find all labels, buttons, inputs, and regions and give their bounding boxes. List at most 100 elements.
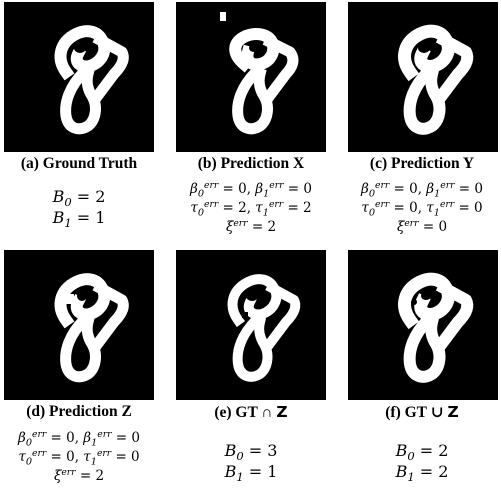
metric-subscript: 0	[64, 195, 72, 210]
digit-glyph	[398, 272, 474, 383]
metric-value: = 1	[243, 462, 278, 481]
caption-gt-union-z: (f) GT ∪ Z	[385, 403, 459, 421]
image-gt-union-z	[348, 250, 498, 400]
metric-superscript: err	[97, 428, 112, 440]
metric-value: = 2	[71, 187, 106, 206]
image-gt-intersect-z	[176, 250, 326, 400]
metric-superscript: err	[440, 179, 455, 191]
metric-superscript: err	[404, 217, 419, 229]
metric-subscript: 1	[91, 437, 98, 449]
metric-symbol: ξ	[396, 219, 405, 235]
metric-superscript: err	[32, 428, 47, 440]
metric-line: β0err = 0, β1err = 0	[168, 180, 334, 199]
metric-value: = 1	[71, 208, 106, 227]
metric-superscript: err	[439, 198, 455, 210]
metric-subscript: 0	[236, 449, 244, 464]
metric-subscript: 1	[90, 456, 97, 468]
metric-line: ξerr = 2	[168, 218, 334, 237]
metric-symbol: τ	[190, 200, 198, 216]
metric-value: = 0	[454, 181, 483, 197]
metric-subscript: 1	[433, 207, 440, 219]
metric-subscript: 0	[407, 449, 415, 464]
image-prediction-z	[4, 250, 154, 400]
metric-superscript: err	[269, 179, 284, 191]
metric-value: = 2	[247, 219, 277, 235]
metric-value: = 2	[283, 200, 312, 216]
metric-symbol: ξ	[53, 468, 62, 484]
metric-value: = 0	[454, 200, 483, 216]
metric-symbol: τ	[83, 449, 91, 465]
metric-line: β0err = 0, β1err = 0	[0, 429, 162, 448]
metric-superscript: err	[375, 179, 390, 191]
set-symbol: Z	[447, 403, 459, 421]
metric-symbol: β	[426, 181, 435, 197]
metric-value: = 0	[418, 219, 448, 235]
metric-superscript: err	[233, 217, 248, 229]
metric-value: = 0	[111, 430, 140, 446]
metric-line: ξerr = 0	[339, 218, 501, 237]
metric-symbol: τ	[361, 200, 369, 216]
metric-symbol: β	[83, 430, 92, 446]
metric-subscript: 0	[25, 456, 33, 468]
metric-subscript: 0	[368, 207, 376, 219]
metric-value: = 2	[414, 462, 449, 481]
metric-subscript: 1	[434, 188, 441, 200]
metric-value: = 2	[414, 441, 449, 460]
metric-value: = 0,	[218, 181, 256, 197]
digit-glyph	[398, 24, 474, 135]
metric-line: τ0err = 0, τ1err = 0	[339, 199, 501, 218]
metric-value: = 2	[75, 468, 105, 484]
metric-symbol: τ	[426, 200, 434, 216]
metric-symbol: ξ	[225, 219, 234, 235]
digit-glyph	[220, 12, 299, 135]
metric-symbol: B	[395, 441, 408, 460]
metric-symbol: B	[224, 441, 237, 460]
metric-line: B1 = 2	[339, 461, 501, 483]
metric-symbol: B	[52, 187, 65, 206]
metric-line: τ0err = 2, τ1err = 2	[168, 199, 334, 218]
image-ground-truth	[4, 2, 154, 152]
metric-subscript: 1	[64, 216, 72, 231]
metric-symbol: B	[395, 462, 408, 481]
metric-superscript: err	[32, 447, 47, 459]
metric-subscript: 0	[197, 207, 205, 219]
metric-symbol: β	[18, 430, 26, 446]
metric-subscript: 0	[368, 188, 376, 200]
metric-subscript: 1	[236, 470, 244, 485]
metric-value: = 3	[243, 441, 278, 460]
metric-subscript: 1	[262, 207, 269, 219]
metric-symbol: β	[361, 181, 369, 197]
metric-line: B0 = 2	[339, 440, 501, 464]
metric-symbol: β	[255, 181, 264, 197]
metric-line: β0err = 0, β1err = 0	[339, 180, 501, 199]
metric-superscript: err	[61, 466, 76, 478]
metric-subscript: 0	[197, 188, 205, 200]
digit-glyph	[54, 273, 129, 383]
caption-prediction-y: (c) Prediction Y	[369, 155, 475, 172]
metric-value: = 2,	[218, 200, 256, 216]
caption-gt-intersect-z: (e) GT ∩ Z	[214, 403, 288, 421]
metric-line: ξerr = 2	[0, 467, 162, 486]
caption-prediction-z: (d) Prediction Z	[26, 403, 132, 420]
metric-line: B0 = 2	[0, 186, 162, 210]
caption-prediction-x: (b) Prediction X	[197, 155, 305, 172]
metric-value: = 0	[111, 449, 140, 465]
metric-value: = 0,	[46, 430, 84, 446]
metric-symbol: B	[224, 462, 237, 481]
metric-line: B1 = 1	[0, 207, 162, 231]
caption-ground-truth: (a) Ground Truth	[20, 155, 138, 172]
metric-superscript: err	[96, 447, 112, 459]
metric-superscript: err	[375, 198, 390, 210]
digit-glyph	[227, 274, 301, 382]
image-prediction-x	[176, 2, 326, 152]
metric-superscript: err	[204, 179, 219, 191]
metric-subscript: 0	[25, 437, 33, 449]
metric-symbol: β	[190, 181, 198, 197]
metric-subscript: 1	[263, 188, 270, 200]
metric-value: = 0,	[46, 449, 84, 465]
